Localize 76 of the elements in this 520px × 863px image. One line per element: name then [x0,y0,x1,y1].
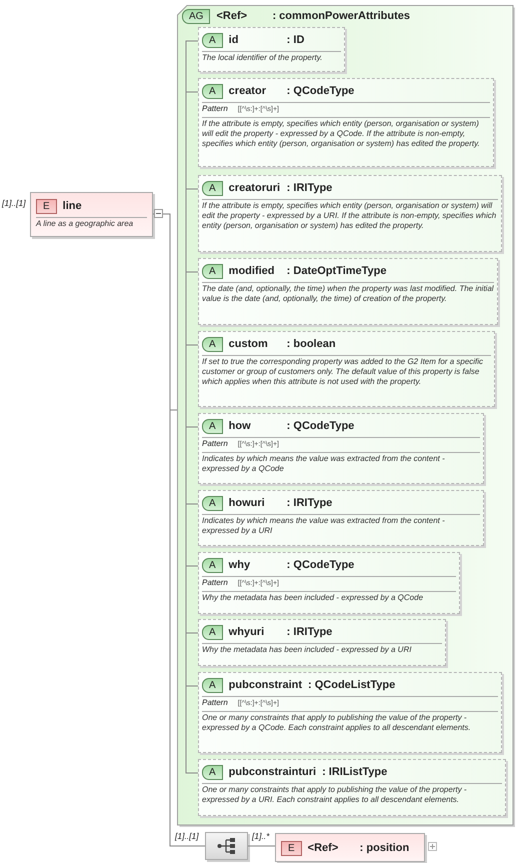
attribute-description: One or many constraints that apply to publishing the value of the property - expressed by a QCode. Each constraint applies to all descendant elements. [202,713,472,733]
attribute-description: One or many constraints that apply to publishing the value of the property - expressed by a URI. Each constraint applies to all descendant elements. [202,785,468,805]
attribute-type: : QCodeType [286,85,354,97]
attribute-box [198,27,345,72]
attribute-box [198,258,498,325]
attribute-name: why [228,559,252,571]
attribute-name: id [228,34,240,46]
element-badge: E [36,198,57,214]
attribute-description: The date (and, optionally, the time) when the property was last modified. The initial value is the date (and, optionally, the time) of creation of the property. [202,284,494,304]
element-box [275,833,425,862]
pattern-label: Pattern [202,578,228,587]
attribute-box [198,490,484,546]
attribute-name: pubconstraint [228,679,302,691]
attribute-badge: A [202,624,223,640]
attribute-description: Indicates by which means the value was extracted from the content - expressed by a URI [202,516,446,536]
attribute-type: : QCodeListType [308,679,396,691]
ref-label: <Ref> [216,10,248,22]
element-badge: E [281,840,302,856]
attribute-box [198,331,495,407]
cardinality-label: [1]..* [252,831,270,841]
attribute-box [198,413,484,484]
attribute-type: : IRIListType [322,766,388,778]
attribute-name: pubconstrainturi [228,766,316,778]
attribute-box [198,672,502,753]
attribute-badge: A [202,84,223,98]
element-box [30,192,153,237]
attribute-type: : boolean [286,338,336,350]
attribute-type: : ID [286,34,304,46]
attribute-badge: A [202,558,223,572]
attribute-name: creatoruri [228,182,281,194]
attribute-badge: A [202,678,223,692]
pattern-label: Pattern [202,104,228,113]
attribute-box [198,619,446,666]
attribute-name: whyuri [228,626,266,638]
attribute-description: If the attribute is empty, specifies which entity (person, organisation or system) will edit the property - expressed by a QCode. If the attribute is non-empty, specifies which entity (person, organisation or system) has edited the property. [202,119,481,149]
attribute-type: : IRIType [286,182,332,194]
group-badge: AG [182,8,210,24]
connector-line [186,40,198,44]
ref-label: <Ref> [308,842,340,854]
attribute-badge: A [202,180,223,196]
attribute-badge: A [202,336,223,352]
pattern-label: Pattern [202,439,228,448]
attribute-group-box [177,5,516,828]
element-description: A line as a geographic area [36,219,134,229]
attribute-badge: A [202,32,223,48]
element-name: line [62,200,82,212]
attribute-name: custom [228,338,269,350]
attribute-box [198,78,494,167]
attribute-description: If set to true the corresponding property was added to the G2 Item for a specific customer or group of customers only. The default value of this property is false which applies when this attribute is not used with the property. [202,357,484,387]
attribute-type: : IRIType [286,626,332,638]
cardinality-label: [1]..[1] [175,831,199,841]
attribute-name: creator [228,85,267,97]
attribute-name: how [228,420,252,432]
attribute-box [198,175,502,252]
attribute-type: : DateOptTimeType [286,265,387,277]
element-type: : position [360,842,410,854]
attribute-description: The local identifier of the property. [202,53,324,63]
attribute-description: Indicates by which means the value was extracted from the content - expressed by a QCode [202,454,446,474]
attribute-badge: A [202,496,223,510]
attribute-badge: A [202,264,223,278]
attribute-box [198,759,506,816]
cardinality-label: [1]..[1] [2,198,26,208]
attribute-description: Why the metadata has been included - expressed by a QCode [202,593,424,603]
attribute-badge: A [202,764,223,780]
attribute-name: howuri [228,497,266,509]
attribute-badge: A [202,418,223,434]
attribute-box [198,552,460,614]
pattern-label: Pattern [202,698,228,707]
attribute-description: If the attribute is empty, specifies which entity (person, organisation or system) will edit the property - expressed by a URI. If the attribute is non-empty, specifies which entity (person, organisation or system) has edited the property. [202,201,498,231]
attribute-type: : IRIType [286,497,332,509]
attribute-name: modified [228,265,276,277]
group-type: : commonPowerAttributes [272,10,410,22]
attribute-type: : QCodeType [286,420,354,432]
attribute-description: Why the metadata has been included - expressed by a URI [202,645,412,655]
sequence-box [205,832,248,860]
attribute-type: : QCodeType [286,559,354,571]
